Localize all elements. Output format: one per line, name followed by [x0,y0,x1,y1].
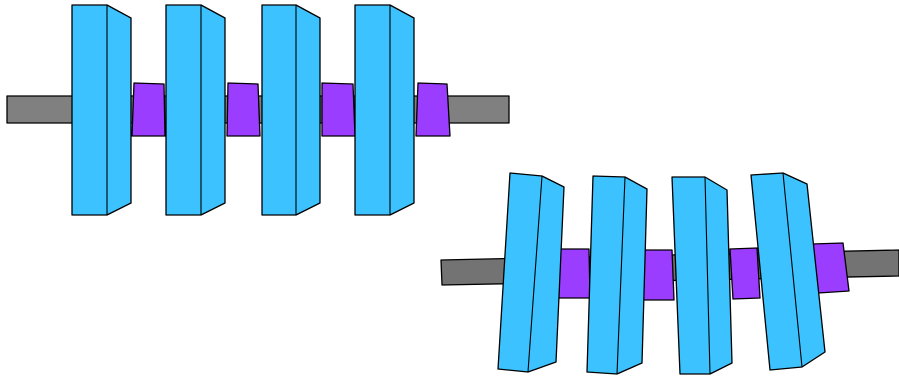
plate [497,172,565,373]
plate [165,4,226,216]
plate [750,172,826,371]
plate [354,4,415,216]
plate [71,4,132,216]
tilted-assembly [440,172,899,375]
spacer [415,82,451,137]
plate [671,176,733,375]
straight-assembly [6,4,510,216]
spacer [321,82,356,137]
spacer [131,82,166,137]
plate [261,4,321,216]
spacer [641,249,675,301]
spacer [226,82,261,137]
plate [586,175,648,375]
spacer [729,247,761,300]
